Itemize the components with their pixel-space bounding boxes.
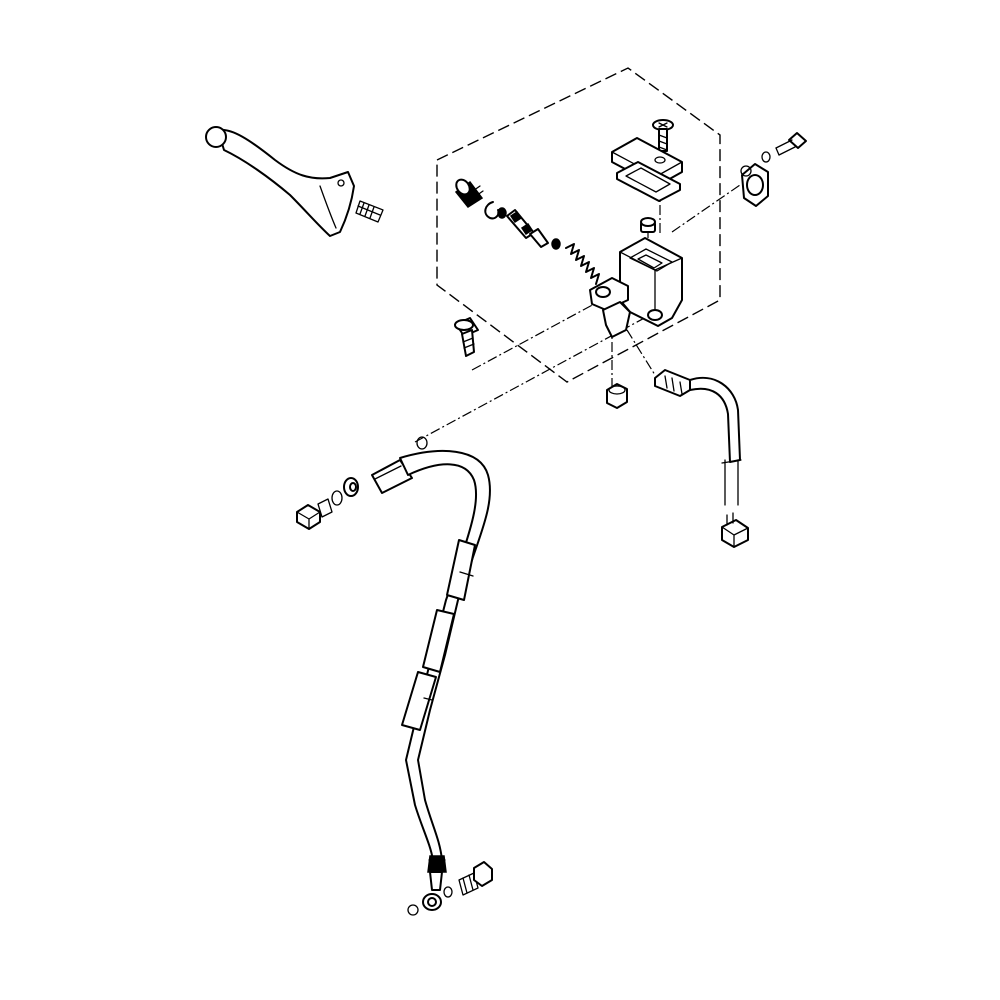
lower-crush-washers-icon[interactable] xyxy=(407,886,453,916)
piston-boot-icon[interactable] xyxy=(453,177,484,208)
brake-lever-icon[interactable] xyxy=(205,126,355,237)
reservoir-cap-screw-icon[interactable] xyxy=(652,119,674,152)
diaphragm-icon[interactable] xyxy=(616,161,681,202)
handlebar-clamp-icon[interactable] xyxy=(740,163,769,207)
lower-union-bolt-icon[interactable] xyxy=(458,861,493,896)
upper-union-bolt-icon[interactable] xyxy=(296,498,333,530)
pivot-nut-icon[interactable] xyxy=(606,383,628,409)
circlip-icon[interactable] xyxy=(484,201,500,220)
clamp-bolt-icon[interactable] xyxy=(775,132,807,156)
sight-plug-icon[interactable] xyxy=(640,217,656,233)
upper-crush-washers-icon[interactable] xyxy=(331,436,428,506)
brake-hose-icon[interactable] xyxy=(371,449,491,861)
lower-hose-fitting-icon[interactable] xyxy=(422,855,447,911)
switch-connector-icon[interactable] xyxy=(721,512,749,548)
clamp-washer-icon[interactable] xyxy=(761,151,771,163)
lever-pivot-bolt-icon[interactable] xyxy=(355,200,384,223)
return-spring-icon[interactable] xyxy=(565,243,600,285)
assembly-boundary xyxy=(436,67,721,383)
lever-pivot-shaft-icon[interactable] xyxy=(454,317,479,357)
piston-icon[interactable] xyxy=(497,207,561,250)
master-cylinder-body-icon[interactable] xyxy=(589,237,683,338)
brake-light-switch-icon[interactable] xyxy=(654,369,742,506)
